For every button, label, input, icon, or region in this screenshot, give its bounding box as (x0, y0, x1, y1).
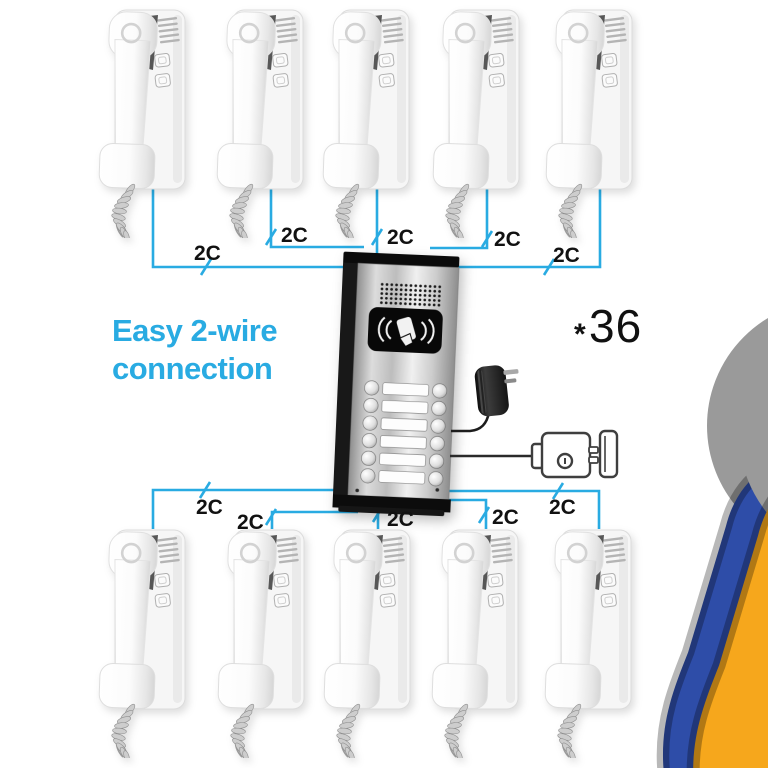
screw (435, 488, 440, 492)
multiplier-symbol: * (574, 318, 586, 351)
wire-label: 2C (194, 242, 221, 265)
call-button-row[interactable] (361, 450, 445, 469)
wire-label: 2C (387, 508, 414, 531)
call-button-row[interactable] (362, 415, 446, 434)
headline-line1: Easy 2-wire (112, 313, 278, 348)
plug-prong (503, 369, 519, 375)
headline: Easy 2-wire connection (112, 312, 278, 388)
name-plate (381, 399, 429, 415)
wire-label: 2C (281, 224, 308, 247)
wire-2c (442, 489, 601, 529)
call-button[interactable] (428, 471, 444, 487)
door-station-side (332, 255, 360, 503)
wire-tick (480, 230, 494, 248)
keyfobs-group (663, 316, 768, 768)
wire-tick (551, 482, 565, 500)
wire-label: 2C (549, 496, 576, 519)
wire-tick (264, 228, 278, 246)
wire-label: 2C (553, 244, 580, 267)
call-button[interactable] (429, 453, 445, 469)
call-button[interactable] (360, 468, 376, 484)
call-button[interactable] (363, 398, 379, 414)
wire-tick (370, 228, 384, 246)
wire-2c (151, 488, 354, 529)
wire-2c (270, 510, 358, 529)
screw (355, 488, 359, 493)
wire-2c (430, 182, 489, 250)
door-station-base-lip (338, 505, 445, 517)
power-adapter (474, 365, 519, 417)
call-button[interactable] (429, 436, 445, 452)
call-button-row[interactable] (363, 398, 447, 416)
wire-2c (151, 182, 356, 269)
wire-tick (542, 258, 556, 276)
call-button-row[interactable] (364, 380, 448, 399)
call-button[interactable] (361, 433, 377, 449)
electric-lock (530, 429, 619, 479)
name-plate (378, 470, 426, 485)
door-station (332, 251, 460, 517)
call-button[interactable] (432, 383, 448, 399)
call-button-row[interactable] (361, 433, 445, 452)
keyfob-quantity: 36 (589, 300, 643, 352)
wire-2c (442, 182, 602, 269)
wire-label: 2C (196, 496, 223, 519)
wire-tick (477, 506, 491, 524)
wire-label: 2C (492, 506, 519, 529)
call-button-row[interactable] (360, 468, 444, 487)
call-button[interactable] (430, 418, 446, 434)
call-button[interactable] (364, 380, 380, 396)
wire-2c (436, 498, 488, 529)
rfid-card-icon (377, 316, 435, 348)
wire-label: 2C (237, 511, 264, 534)
wire-tick (199, 258, 213, 276)
plug-prong (504, 378, 517, 384)
name-plate (379, 452, 427, 467)
call-button[interactable] (362, 415, 378, 431)
speaker-grille (380, 282, 442, 307)
wire-label: 2C (387, 226, 414, 249)
wire-tick (264, 508, 278, 526)
call-button-rows[interactable] (360, 380, 448, 487)
name-plate (379, 435, 427, 450)
wire-2c (269, 182, 364, 249)
call-button[interactable] (361, 450, 377, 466)
name-plate (380, 417, 428, 432)
wire-tick (198, 481, 212, 499)
wire-label: 2C (494, 228, 521, 251)
name-plate (382, 382, 430, 397)
call-button[interactable] (431, 400, 447, 416)
headline-line2: connection (112, 350, 273, 386)
